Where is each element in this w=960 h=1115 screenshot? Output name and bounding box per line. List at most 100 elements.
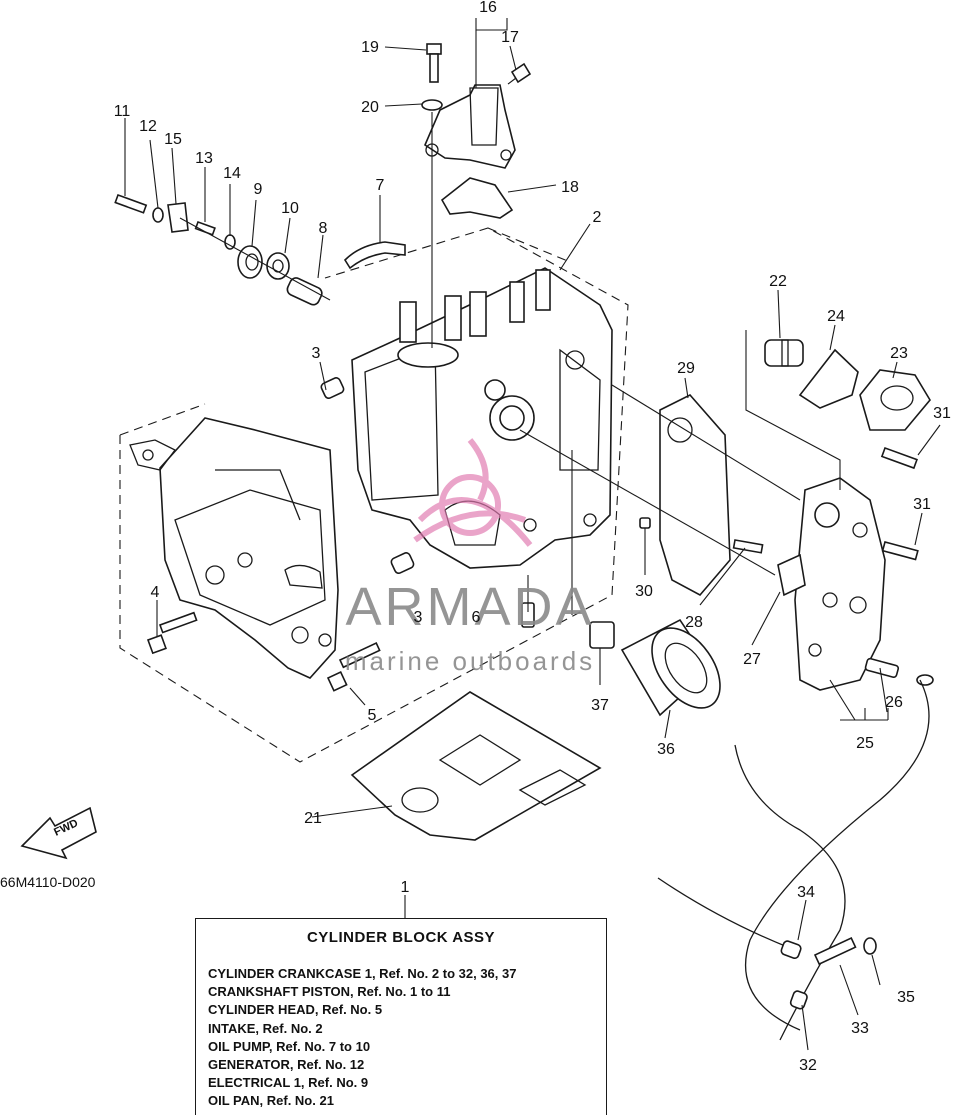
hose-line-part — [734, 679, 930, 1041]
fitting-26-end — [916, 674, 934, 686]
seal-10-part — [266, 252, 290, 280]
oil-pump-cover-part — [423, 84, 516, 169]
callout-21: 21 — [304, 810, 322, 827]
callout-1: 1 — [401, 879, 410, 896]
callout-4: 4 — [151, 584, 160, 601]
callout-15: 15 — [164, 131, 182, 148]
bolt-17-part — [507, 62, 532, 85]
callout-3-upper: 3 — [312, 345, 321, 362]
washer-12-part — [152, 207, 164, 223]
bolt-5-part — [326, 642, 381, 692]
dowel-3-upper-part — [320, 377, 345, 399]
gasket-18-part — [440, 177, 514, 219]
watermark-tagline: marine outboards — [345, 646, 595, 676]
assy-line: INTAKE, Ref. No. 2 — [208, 1020, 323, 1036]
callout-labels: 16 17 19 20 11 12 15 13 14 9 10 7 8 18 2… — [114, 0, 951, 1074]
drawing-code: 66M4110-D020 — [0, 874, 96, 890]
callout-6: 6 — [472, 609, 481, 626]
assy-lines: CYLINDER CRANKCASE 1, Ref. No. 2 to 32, … — [208, 965, 516, 1111]
bolt-31-upper-part — [880, 446, 918, 470]
exhaust-cover-25-part — [794, 477, 886, 691]
washer-20-part — [421, 99, 443, 111]
callout-37: 37 — [591, 697, 609, 714]
cylinder-block-assy-table: CYLINDER BLOCK ASSY CYLINDER CRANKCASE 1… — [195, 918, 607, 1115]
callout-29: 29 — [677, 360, 695, 377]
assy-line: GENERATOR, Ref. No. 12 — [208, 1057, 365, 1073]
callout-28: 28 — [685, 614, 703, 631]
assy-title: CYLINDER BLOCK ASSY — [306, 929, 496, 946]
fitting-26-part — [864, 657, 900, 678]
leader-lines — [124, 18, 941, 1051]
callout-27: 27 — [743, 651, 761, 668]
callout-16: 16 — [479, 0, 497, 16]
thermostat-cover-23-part — [859, 369, 931, 431]
callout-36: 36 — [657, 741, 675, 758]
plate-15-part — [167, 202, 189, 233]
callout-3-lower: 3 — [414, 609, 423, 626]
callout-31-lower: 31 — [913, 496, 931, 513]
callout-25: 25 — [856, 735, 874, 752]
gasket-29-port — [667, 417, 693, 443]
callout-33: 33 — [851, 1020, 869, 1037]
armada-logo-icon — [413, 438, 533, 547]
cylinder-block-part — [351, 267, 613, 569]
callout-8: 8 — [319, 220, 328, 237]
watermark-brand: ARMADA — [345, 577, 594, 637]
callout-30: 30 — [635, 583, 653, 600]
callout-24: 24 — [827, 308, 845, 325]
seal-9-part — [237, 245, 263, 279]
callout-18: 18 — [561, 179, 579, 196]
callout-19: 19 — [361, 39, 379, 56]
callout-17: 17 — [501, 29, 519, 46]
dowel-3-lower-part — [390, 552, 415, 574]
callout-9: 9 — [254, 181, 263, 198]
assy-line: OIL PUMP, Ref. No. 7 to 10 — [208, 1038, 371, 1054]
callout-20: 20 — [361, 99, 379, 116]
plate-27-part — [777, 553, 806, 597]
joint-33-part — [813, 937, 857, 966]
callout-10: 10 — [281, 200, 299, 217]
bolt-31-lower-part — [881, 541, 919, 561]
thermostat-22-part — [764, 339, 804, 367]
bolt-4-part — [146, 611, 198, 655]
bolt-19-part — [426, 43, 442, 83]
assy-line: OIL PAN, Ref. No. 21 — [208, 1093, 334, 1109]
callout-11: 11 — [114, 103, 131, 120]
pin-8-part — [286, 277, 323, 306]
callout-14: 14 — [223, 165, 241, 182]
bolt-11-part — [114, 193, 148, 214]
bolt-28-part — [732, 539, 764, 554]
callout-7: 7 — [376, 177, 385, 194]
callout-2: 2 — [593, 209, 602, 226]
callout-26: 26 — [885, 694, 903, 711]
assy-line: CRANKSHAFT PISTON, Ref. No. 1 to 11 — [208, 984, 451, 1000]
callout-12: 12 — [139, 118, 157, 135]
oil-filter-36-part — [620, 618, 721, 717]
callout-5: 5 — [368, 707, 377, 724]
hose-34-line — [657, 877, 791, 949]
clip-35-part — [863, 937, 877, 955]
assy-line: CYLINDER HEAD, Ref. No. 5 — [208, 1002, 383, 1018]
fitting-32-part — [789, 990, 808, 1010]
assy-line: CYLINDER CRANKCASE 1, Ref. No. 2 to 32, … — [208, 966, 517, 981]
assy-line: ELECTRICAL 1, Ref. No. 9 — [208, 1075, 369, 1091]
fitting-34-part — [780, 940, 802, 959]
callout-22: 22 — [769, 273, 787, 290]
armada-watermark: ARMADA marine outboards — [345, 438, 595, 676]
callout-34: 34 — [797, 884, 815, 901]
callout-23: 23 — [890, 345, 908, 362]
callout-35: 35 — [897, 989, 915, 1006]
pin-30-part — [639, 517, 651, 529]
crankcase-part — [129, 417, 339, 679]
callout-32: 32 — [799, 1057, 817, 1074]
gasket-24-part — [798, 348, 859, 409]
callout-31-upper: 31 — [933, 405, 951, 422]
assembly-dashed-outline — [119, 227, 629, 763]
oil-pan-gasket-21-part — [350, 691, 602, 841]
callout-13: 13 — [195, 150, 213, 167]
gasket-29-part — [659, 394, 731, 597]
hose-7-part — [343, 241, 406, 270]
fitting-37-part — [589, 621, 615, 649]
fwd-arrow-icon: FWD — [20, 806, 97, 860]
